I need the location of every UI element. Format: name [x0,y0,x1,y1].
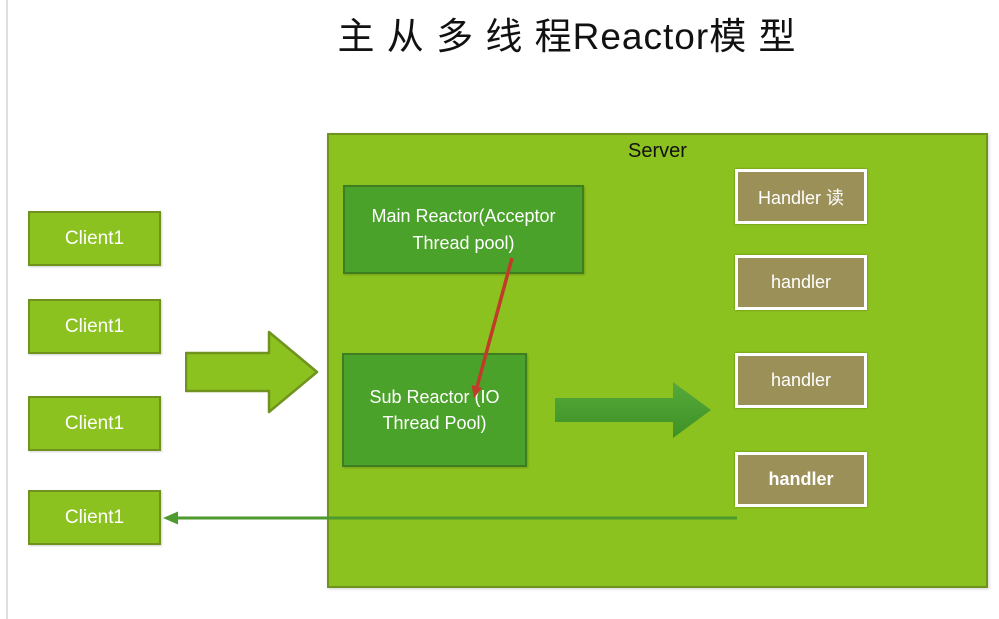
main-reactor-box: Main Reactor(Acceptor Thread pool) [343,185,584,274]
handler-4-label: handler [768,469,834,489]
handler-read-label: Handler 读 [757,187,845,208]
handler-box-2: handler [735,255,867,310]
client-1-label: Client1 [64,227,125,249]
client-2-label: Client1 [64,315,125,337]
handler-box-4: handler [735,452,867,507]
main-reactor-label: Main Reactor(Acceptor Thread pool) [371,206,556,253]
handler-2-label: handler [770,272,832,292]
server-label: Server [628,140,687,162]
handler-box-3: handler [735,353,867,408]
client-box-3: Client1 [28,396,161,451]
page-title: 主 从 多 线 程Reactor模 型 [337,16,797,57]
sub-reactor-label: Sub Reactor (IO Thread Pool) [369,386,500,433]
client-box-1: Client1 [28,211,161,266]
clients-to-server-arrow-icon [185,330,319,414]
sub-reactor-box: Sub Reactor (IO Thread Pool) [342,353,527,467]
client-3-label: Client1 [64,412,125,434]
handler-box-read: Handler 读 [735,169,867,224]
client-4-label: Client1 [64,506,125,528]
client-box-4: Client1 [28,490,161,545]
slide-edge-line [6,0,8,619]
client-box-2: Client1 [28,299,161,354]
handler-3-label: handler [770,370,832,390]
